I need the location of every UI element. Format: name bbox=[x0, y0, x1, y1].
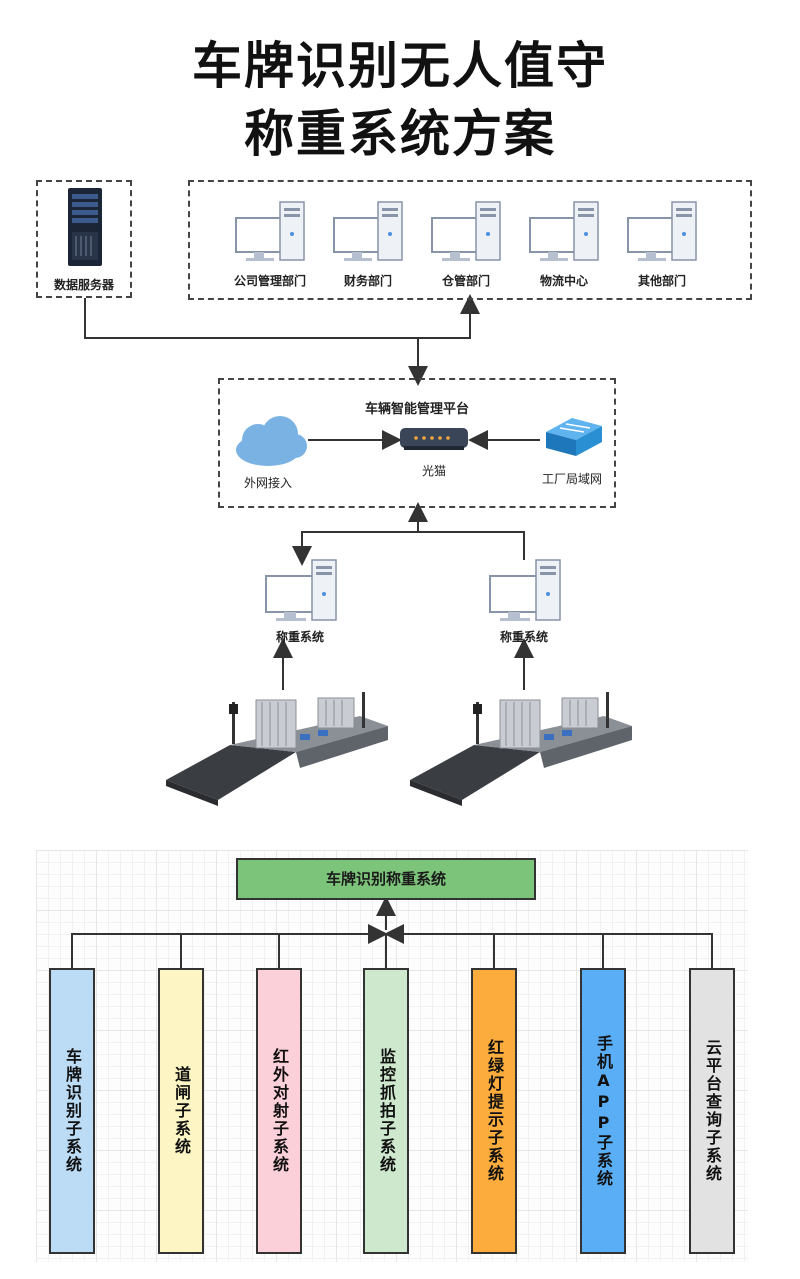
weigh-pcs bbox=[265, 559, 561, 621]
subsystem-node: 道闸子系统 bbox=[158, 968, 204, 1254]
truck-scale-image-left bbox=[166, 692, 388, 806]
dept-label: 仓管部门 bbox=[441, 274, 490, 288]
truck-scale-image-right bbox=[410, 692, 632, 806]
platform-icons bbox=[236, 416, 602, 466]
dept-label: 物流中心 bbox=[539, 274, 588, 288]
platform-title: 车辆智能管理平台 bbox=[364, 402, 469, 417]
subsystem-label: 手机APP子系统 bbox=[594, 1034, 613, 1188]
subsystem-label: 道闸子系统 bbox=[172, 1066, 191, 1156]
department-pcs bbox=[235, 201, 697, 261]
cloud-icon bbox=[236, 416, 307, 466]
modem-icon bbox=[400, 428, 468, 450]
subsystem-label: 红外对射子系统 bbox=[270, 1048, 289, 1174]
modem-label: 光猫 bbox=[421, 464, 446, 478]
subsystem-label: 云平台查询子系统 bbox=[703, 1039, 722, 1183]
server-icon bbox=[68, 188, 102, 266]
subsystem-label: 红绿灯提示子系统 bbox=[485, 1039, 504, 1183]
weigh-label-right: 称重系统 bbox=[499, 630, 548, 644]
server-label: 数据服务器 bbox=[53, 278, 114, 292]
weigh-label-left: 称重系统 bbox=[275, 630, 324, 644]
top-connectors bbox=[84, 294, 540, 690]
dept-label: 公司管理部门 bbox=[233, 274, 306, 288]
subsystem-node: 红绿灯提示子系统 bbox=[471, 968, 517, 1254]
subsystem-label: 车牌识别子系统 bbox=[63, 1048, 82, 1174]
pc-icon bbox=[235, 201, 305, 261]
subsystem-node: 车牌识别子系统 bbox=[49, 968, 95, 1254]
platform-box bbox=[218, 378, 616, 508]
subsystem-node: 红外对射子系统 bbox=[256, 968, 302, 1254]
subsystem-node: 手机APP子系统 bbox=[580, 968, 626, 1254]
dept-label: 财务部门 bbox=[343, 274, 392, 288]
department-box bbox=[188, 180, 752, 300]
server-box bbox=[36, 180, 132, 298]
pc-icon bbox=[265, 559, 337, 621]
title-line-1: 车牌识别无人值守 bbox=[192, 37, 608, 95]
switch-label: 工厂局域网 bbox=[541, 472, 602, 486]
truck-scales bbox=[166, 692, 632, 806]
dept-label: 其他部门 bbox=[637, 274, 686, 288]
subsystem-node: 监控抓拍子系统 bbox=[363, 968, 409, 1254]
cloud-label: 外网接入 bbox=[243, 476, 292, 490]
title-line-2: 称重系统方案 bbox=[244, 105, 556, 163]
root-node: 车牌识别称重系统 bbox=[236, 858, 536, 900]
subsystem-label: 监控抓拍子系统 bbox=[377, 1048, 396, 1174]
subsystem-node: 云平台查询子系统 bbox=[689, 968, 735, 1254]
switch-icon bbox=[546, 418, 602, 456]
